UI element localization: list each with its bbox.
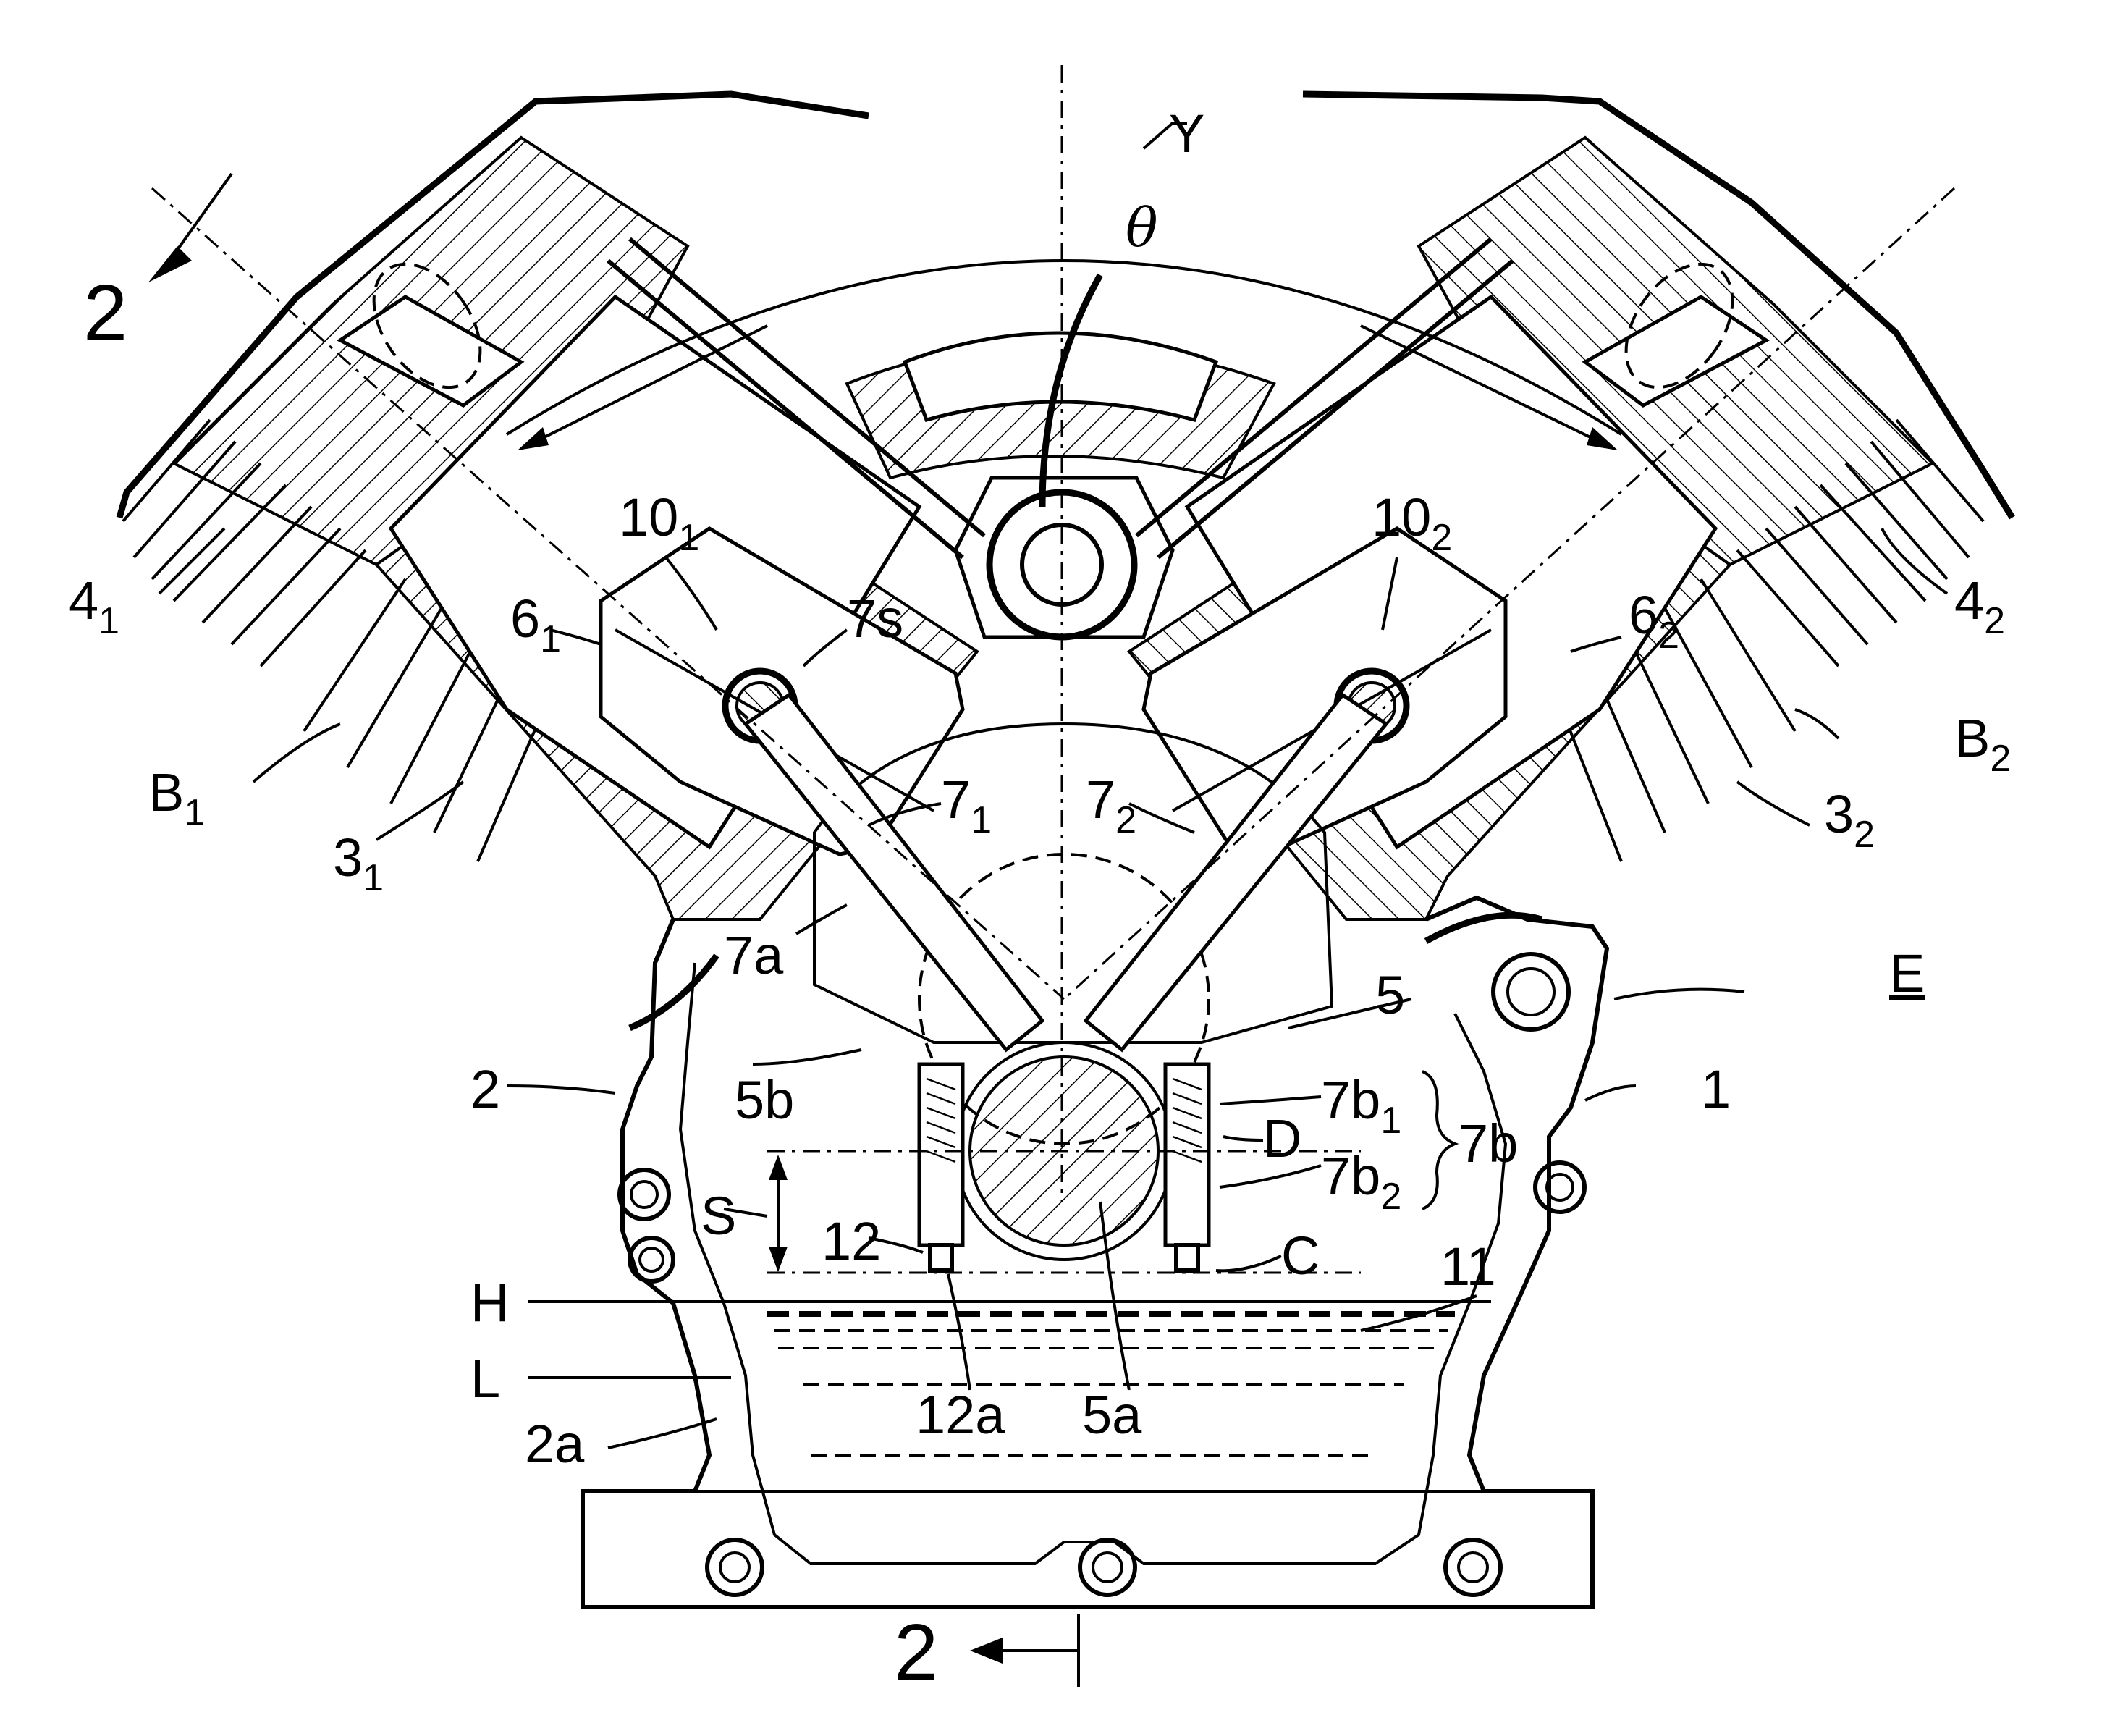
label-piston-right: 62 bbox=[1629, 585, 1679, 657]
section-arrows bbox=[148, 172, 1080, 1687]
label-oil-pan: 2a bbox=[525, 1414, 585, 1474]
label-section-bottom: 2 bbox=[894, 1608, 938, 1697]
label-engine: E bbox=[1889, 943, 1925, 1003]
label-bolt-head: 12a bbox=[916, 1385, 1005, 1445]
label-crank-pin: 5a bbox=[1082, 1385, 1142, 1445]
bore-dimension-arrows bbox=[518, 324, 1618, 450]
label-dim-c: C bbox=[1281, 1226, 1320, 1286]
label-cylinder-left: 31 bbox=[333, 827, 384, 899]
label-bank-left: B1 bbox=[148, 762, 205, 834]
label-dim-d: D bbox=[1263, 1108, 1301, 1168]
label-head-left: 41 bbox=[69, 570, 119, 642]
label-cylinder-right: 32 bbox=[1824, 784, 1875, 856]
label-rod-left: 71 bbox=[941, 770, 992, 841]
labels: 2 Y θ 41 42 B1 B2 31 32 61 62 101 102 7s… bbox=[69, 104, 2011, 1697]
leader-lines bbox=[158, 122, 1949, 1449]
label-cap-upper: 7b1 bbox=[1321, 1070, 1401, 1142]
label-crankcase-left: 2 bbox=[470, 1059, 500, 1119]
label-piston-left: 61 bbox=[510, 589, 561, 660]
stroke-dimension-arrow bbox=[769, 1155, 788, 1272]
oil-levels bbox=[528, 1300, 1491, 1457]
label-head-right: 42 bbox=[1954, 570, 2005, 642]
label-rod-right: 72 bbox=[1086, 770, 1136, 841]
label-wrist-pin-right: 102 bbox=[1372, 487, 1452, 559]
crankshaft bbox=[743, 692, 1389, 1273]
label-level-low: L bbox=[470, 1349, 500, 1409]
label-crankcase-right: 1 bbox=[1701, 1059, 1731, 1119]
centerlines bbox=[151, 65, 1956, 1274]
valley-camshaft bbox=[607, 237, 1543, 1032]
label-bank-right: B2 bbox=[1954, 708, 2011, 780]
label-dim-s: S bbox=[701, 1186, 736, 1246]
label-wrist-pin-left: 101 bbox=[619, 487, 699, 559]
label-oil: 11 bbox=[1440, 1236, 1496, 1297]
label-big-end: 7b bbox=[1459, 1113, 1518, 1174]
label-bolt: 12 bbox=[822, 1211, 881, 1271]
cap-brace bbox=[1422, 1070, 1459, 1210]
label-crank-web: 5b bbox=[735, 1070, 794, 1130]
label-cap-lower: 7b2 bbox=[1321, 1146, 1401, 1218]
label-section-top: 2 bbox=[83, 269, 127, 358]
label-small-end: 7s bbox=[847, 589, 903, 649]
label-rod-shank: 7a bbox=[724, 925, 784, 985]
label-crankshaft: 5 bbox=[1375, 965, 1405, 1025]
label-level-high: H bbox=[470, 1273, 509, 1333]
label-axis-y: Y bbox=[1169, 104, 1204, 164]
label-angle-theta: θ bbox=[1126, 197, 1158, 259]
crankcase-bolt-holes bbox=[617, 952, 1587, 1597]
